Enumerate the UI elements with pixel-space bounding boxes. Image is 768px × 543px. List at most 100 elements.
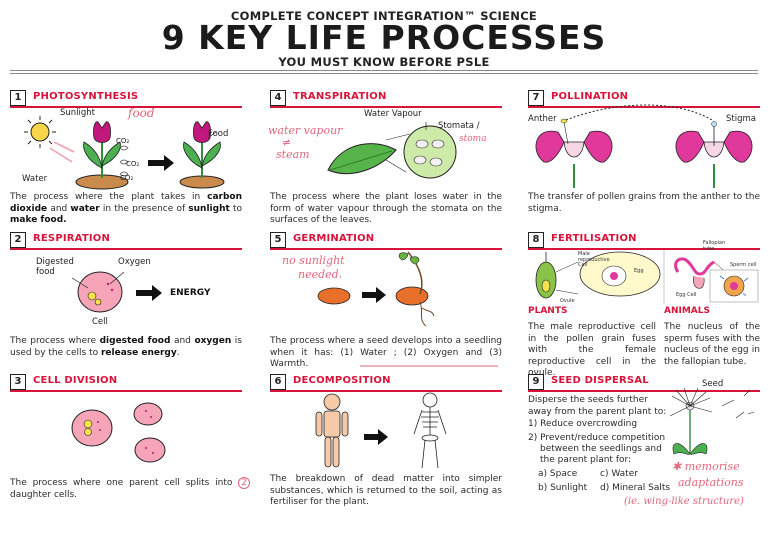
section-rule: [270, 106, 502, 108]
section-rule: [10, 248, 242, 250]
desc-text: The process where one parent cell splits…: [10, 478, 239, 488]
pollination-description: The transfer of pollen grains from the a…: [528, 192, 760, 214]
flower-icon-2: [675, 121, 753, 188]
desc-text: to: [229, 203, 242, 214]
handwriting-needed: needed.: [298, 268, 343, 281]
handwriting-memorise: ✱ memorise: [672, 460, 740, 473]
desc-bold: oxygen: [194, 336, 232, 346]
zoom-line: [385, 159, 407, 173]
desc-text: is used by the cells to: [10, 336, 242, 358]
section-title: SEED DISPERSAL: [551, 375, 649, 386]
arrow-right-icon: [136, 285, 162, 301]
decomposition-description: The breakdown of dead matter into simple…: [270, 474, 502, 507]
germinating-seed-icon: [395, 286, 429, 306]
daughter-cell-icon-2: [134, 437, 166, 463]
section-rule: [10, 106, 242, 108]
pointer-line: [71, 277, 89, 289]
label-sperm-cell: Sperm cell: [730, 262, 757, 268]
tulip-plant-icon: [83, 121, 121, 178]
label-oxygen: Oxygen: [118, 257, 151, 267]
section-rule: [528, 390, 760, 392]
handwriting-circled-number: 2: [238, 477, 250, 489]
handwriting-stoma: stoma: [459, 134, 487, 144]
section-title: GERMINATION: [293, 233, 375, 244]
section-number: 1: [10, 90, 26, 106]
pollen-path-line: [565, 104, 713, 121]
arrow-right-icon: [364, 429, 388, 445]
food-particle: [94, 298, 102, 306]
uterus-icon: [674, 257, 715, 289]
label-water-vapour: Water Vapour: [364, 109, 422, 119]
sprout-leaf: [398, 252, 409, 261]
section-number: 5: [270, 232, 286, 248]
label-water: Water: [22, 174, 48, 184]
seed-dispersal-mineral-salts: d) Mineral Salts: [600, 483, 671, 493]
person-icon: [315, 393, 349, 468]
leaf-icon: [327, 143, 397, 175]
super-title: COMPLETE CONCEPT INTEGRATION™ SCIENCE: [230, 9, 538, 23]
label-male-cell: Male reproductive Cell: [578, 251, 610, 268]
sun-icon: [24, 116, 56, 148]
light-arrows: [49, 141, 75, 163]
seed-icon: [317, 287, 351, 305]
desc-bold: sunlight: [188, 203, 230, 214]
section-number: 9: [528, 374, 544, 390]
daughter-cell-icon: [133, 402, 163, 426]
desc-bold: release energy: [100, 347, 177, 358]
sperm-cells: [719, 275, 749, 297]
section-title: CELL DIVISION: [33, 375, 118, 386]
section-rule: [270, 390, 502, 392]
handwriting-steam: steam: [276, 148, 310, 161]
seed-dispersal-item-2: 2) Prevent/reduce competition: [528, 433, 666, 443]
food-particle: [87, 291, 97, 301]
stomata-magnified-icon: [403, 125, 457, 179]
germination-illustration: [317, 251, 435, 327]
section-number: 4: [270, 90, 286, 106]
dandelion-icon: [669, 387, 713, 455]
seed-dispersal-sunlight: b) Sunlight: [538, 483, 588, 493]
oxygen-dot: [110, 288, 114, 292]
parent-cell-icon: [71, 409, 113, 447]
section-number: 2: [10, 232, 26, 248]
fertilisation-illustration: [535, 250, 759, 304]
plants-heading: PLANTS: [528, 306, 568, 316]
page-subtitle: YOU MUST KNOW BEFORE PSLE: [278, 55, 490, 69]
animals-description: The nucleus of the sperm fuses with the …: [664, 322, 760, 367]
label-energy: ENERGY: [170, 288, 211, 298]
cell-division-description: The process where one parent cell splits…: [10, 477, 250, 501]
desc-text: The process where the plant takes in: [10, 192, 208, 202]
header-divider: [10, 70, 758, 71]
label-stomata: Stomata /: [438, 121, 480, 131]
germination-description: The process where a seed develops into a…: [270, 336, 502, 369]
label-ovule: Ovule: [560, 298, 575, 304]
cell-division-illustration: [71, 402, 166, 463]
plant-ovary-icon: [535, 252, 557, 299]
handwriting-wing-like: (ie. wing-like structure): [624, 496, 744, 507]
label-co2-1: CO₂: [116, 137, 130, 145]
label-anther: Anther: [528, 114, 557, 124]
seed-dispersal-item-1: 1) Reduce overcrowding: [528, 419, 638, 429]
section-title: FERTILISATION: [551, 233, 637, 244]
handwriting-adaptations: adaptations: [678, 476, 744, 489]
section-title: DECOMPOSITION: [293, 375, 391, 386]
oxygen-dot: [106, 282, 110, 286]
label-stigma: Stigma: [726, 114, 756, 124]
section-number: 6: [270, 374, 286, 390]
label-egg: Egg: [634, 268, 644, 274]
desc-text: and: [47, 203, 71, 214]
handwriting-no-sunlight: no sunlight: [282, 254, 345, 267]
label-sunlight: Sunlight: [60, 108, 96, 118]
zoom-line: [385, 133, 411, 141]
section-number: 7: [528, 90, 544, 106]
egg-cell-dot: [610, 272, 618, 280]
section-rule: [10, 390, 242, 392]
section-title: TRANSPIRATION: [293, 91, 387, 102]
desc-bold: make food.: [10, 215, 67, 225]
transpiration-description: The process where the plant loses water …: [270, 192, 502, 225]
pointer-line: [109, 271, 125, 285]
tulip-plant-icon-2: [183, 121, 221, 178]
arrow-right-icon: [362, 287, 386, 303]
photosynthesis-description: The process where the plant takes in car…: [10, 192, 242, 227]
co2-swirls: [119, 145, 129, 177]
section-number: 3: [10, 374, 26, 390]
